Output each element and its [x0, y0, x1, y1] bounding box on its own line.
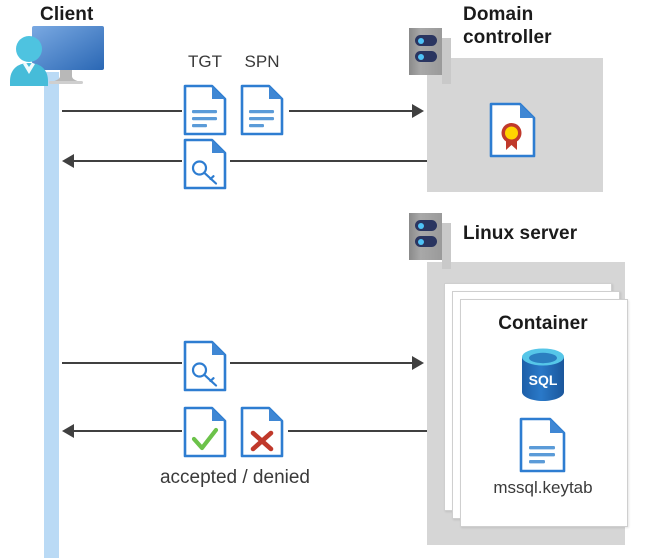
message-2-line-right	[230, 160, 427, 162]
accepted-document-icon	[183, 406, 227, 458]
mssql-keytab-label: mssql.keytab	[493, 478, 593, 497]
message-1-line-right	[289, 110, 413, 112]
service-ticket-key-document-icon	[183, 340, 227, 392]
spn-document-icon	[240, 84, 284, 136]
message-4-arrowhead	[62, 424, 74, 438]
ticket-key-document-icon	[183, 138, 227, 190]
message-3-line-right	[230, 362, 413, 364]
message-1-line-left	[62, 110, 182, 112]
message-2-arrowhead	[62, 154, 74, 168]
message-4-line-right	[288, 430, 427, 432]
client-lifeline	[44, 72, 59, 558]
linux-server-rack-icon	[409, 213, 451, 269]
svg-text:SQL: SQL	[529, 372, 558, 388]
container-card-front	[460, 299, 628, 527]
domain-controller-label-line1: Domain	[463, 4, 534, 25]
domain-controller-rack-icon	[409, 28, 451, 84]
tgt-label: TGT	[188, 52, 222, 71]
linux-server-label: Linux server	[463, 223, 578, 244]
sql-database-icon: SQL	[519, 347, 567, 403]
accepted-denied-label: accepted / denied	[159, 467, 310, 488]
client-label: Client	[40, 4, 94, 25]
tgt-document-icon	[183, 84, 227, 136]
message-2-line-left	[74, 160, 182, 162]
denied-document-icon	[240, 406, 284, 458]
domain-controller-label-line2: controller	[463, 27, 552, 48]
message-3-line-left	[62, 362, 182, 364]
message-4-line-left	[74, 430, 182, 432]
container-label: Container	[498, 313, 588, 334]
message-3-arrowhead	[412, 356, 424, 370]
user-workstation-icon	[5, 24, 109, 86]
certificate-document-icon	[489, 102, 536, 158]
keytab-document-icon	[519, 417, 566, 473]
spn-label: SPN	[244, 52, 280, 71]
message-1-arrowhead	[412, 104, 424, 118]
